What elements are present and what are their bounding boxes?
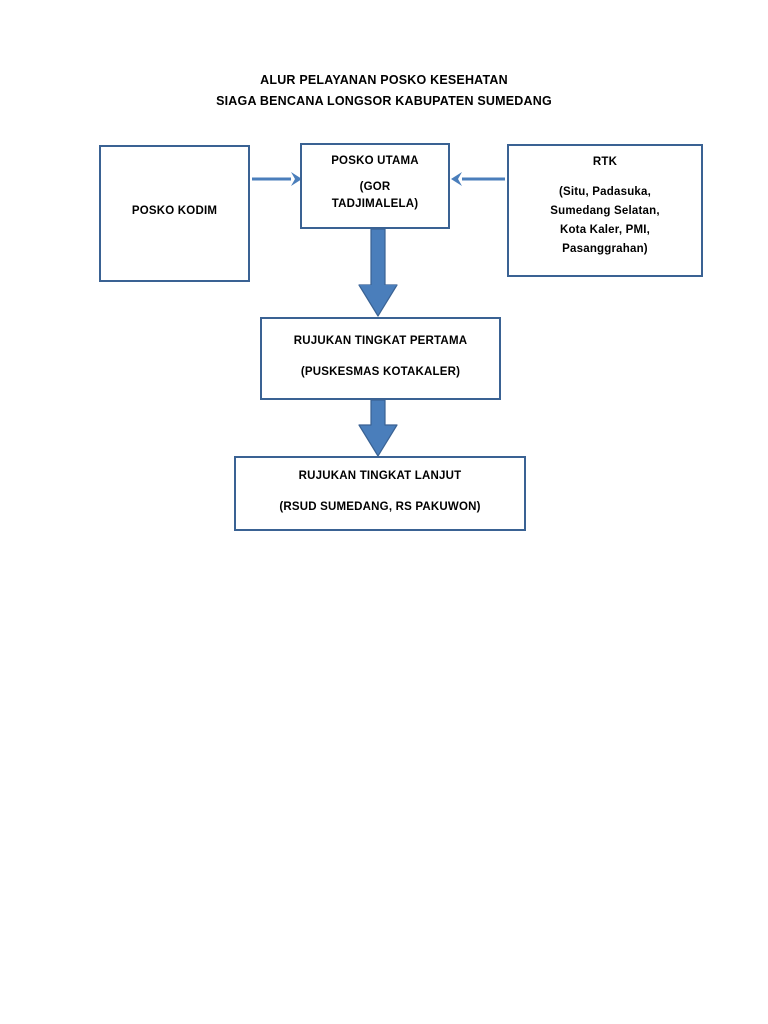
title-line-2: SIAGA BENCANA LONGSOR KABUPATEN SUMEDANG <box>216 94 552 108</box>
node-rtk[interactable]: RTK (Situ, Padasuka, Sumedang Selatan, K… <box>507 144 703 277</box>
node-posko-utama[interactable]: POSKO UTAMA (GOR TADJIMALELA) <box>300 143 450 229</box>
node-posko-kodim-line-1: POSKO KODIM <box>131 205 218 217</box>
arrow-rtk-to-utama <box>451 172 505 186</box>
node-rujukan-lanjut-line-2: (RSUD SUMEDANG, RS PAKUWON) <box>279 501 481 513</box>
title-line-1: ALUR PELAYANAN POSKO KESEHATAN <box>260 73 508 87</box>
diagram-title: ALUR PELAYANAN POSKO KESEHATAN SIAGA BEN… <box>0 70 768 112</box>
node-posko-kodim[interactable]: POSKO KODIM <box>99 145 250 282</box>
node-rujukan-pertama-line-1: RUJUKAN TINGKAT PERTAMA <box>293 335 468 347</box>
arrow-utama-to-pertama <box>358 228 398 317</box>
node-rujukan-lanjut-line-1: RUJUKAN TINGKAT LANJUT <box>298 470 462 482</box>
node-rtk-title: RTK <box>592 156 618 168</box>
arrow-pertama-to-lanjut <box>358 399 398 457</box>
node-rujukan-pertama-line-2: (PUSKESMAS KOTAKALER) <box>300 366 461 378</box>
node-posko-utama-line-1: POSKO UTAMA <box>331 155 419 167</box>
node-posko-utama-line-3: TADJIMALELA) <box>331 198 419 210</box>
node-rtk-line-4: Pasanggrahan) <box>562 243 648 255</box>
node-rujukan-tingkat-lanjut[interactable]: RUJUKAN TINGKAT LANJUT (RSUD SUMEDANG, R… <box>234 456 526 531</box>
node-posko-utama-line-2: (GOR <box>359 181 391 193</box>
node-rtk-line-3: Kota Kaler, PMI, <box>559 224 651 236</box>
node-rujukan-tingkat-pertama[interactable]: RUJUKAN TINGKAT PERTAMA (PUSKESMAS KOTAK… <box>260 317 501 400</box>
node-rtk-line-2: Sumedang Selatan, <box>550 205 660 217</box>
arrow-kodim-to-utama <box>252 172 302 186</box>
node-rtk-line-1: (Situ, Padasuka, <box>558 186 652 198</box>
